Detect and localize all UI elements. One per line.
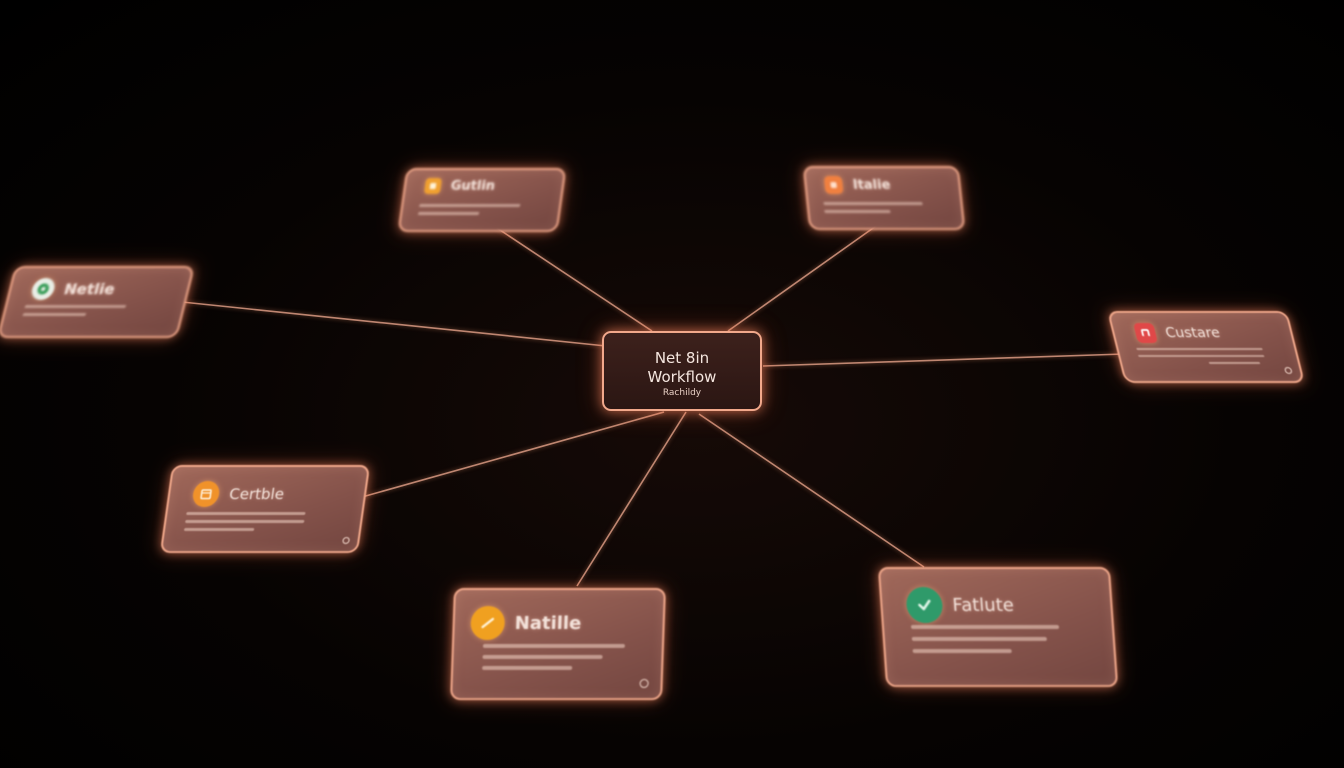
node-description-lines <box>1135 348 1268 369</box>
edge-mid-left <box>361 411 665 498</box>
gear-icon <box>29 277 58 300</box>
edge-top-right <box>727 225 877 332</box>
node-title: Natille <box>514 612 582 634</box>
resize-handle[interactable] <box>639 679 649 688</box>
center-title-line1: Net 8in <box>654 349 710 367</box>
center-subtitle: Rachildy <box>662 388 702 398</box>
wand-icon <box>470 606 506 640</box>
node-description-lines <box>823 201 935 218</box>
check-icon <box>905 587 944 623</box>
node-title: Certble <box>228 485 286 504</box>
resize-handle[interactable] <box>342 537 351 544</box>
center-node[interactable]: Net 8in Workflow Rachildy <box>602 331 762 411</box>
node-top-left[interactable]: Gutlin <box>397 168 567 232</box>
center-title-line2: Workflow <box>647 368 717 386</box>
node-description-lines <box>417 203 532 220</box>
node-title: Italie <box>852 177 892 193</box>
edge-right <box>762 353 1125 367</box>
edge-left <box>181 301 607 347</box>
node-title: Gutlin <box>449 178 496 194</box>
node-description-lines <box>21 305 152 321</box>
app-icon <box>423 178 442 195</box>
node-description-lines <box>184 512 327 536</box>
square-app-icon <box>823 176 844 195</box>
node-title: Fatlute <box>951 594 1015 616</box>
edge-bottom <box>576 411 687 587</box>
node-top-right[interactable]: Italie <box>802 166 966 230</box>
node-description-lines <box>482 644 633 675</box>
node-bottom-right[interactable]: Fatlute <box>877 567 1119 687</box>
node-left[interactable]: Netlie <box>0 266 195 338</box>
node-title: Custare <box>1163 324 1222 341</box>
node-mid-left[interactable]: Certble <box>159 465 371 553</box>
calendar-icon <box>191 481 222 508</box>
n-app-icon <box>1133 322 1158 343</box>
node-title: Netlie <box>62 279 118 298</box>
edge-bottom-right <box>698 413 925 568</box>
node-right[interactable]: Custare <box>1107 311 1305 383</box>
node-description-lines <box>911 624 1077 658</box>
edge-top-left <box>496 227 653 332</box>
node-bottom[interactable]: Natille <box>450 588 666 700</box>
resize-handle[interactable] <box>1283 367 1293 374</box>
